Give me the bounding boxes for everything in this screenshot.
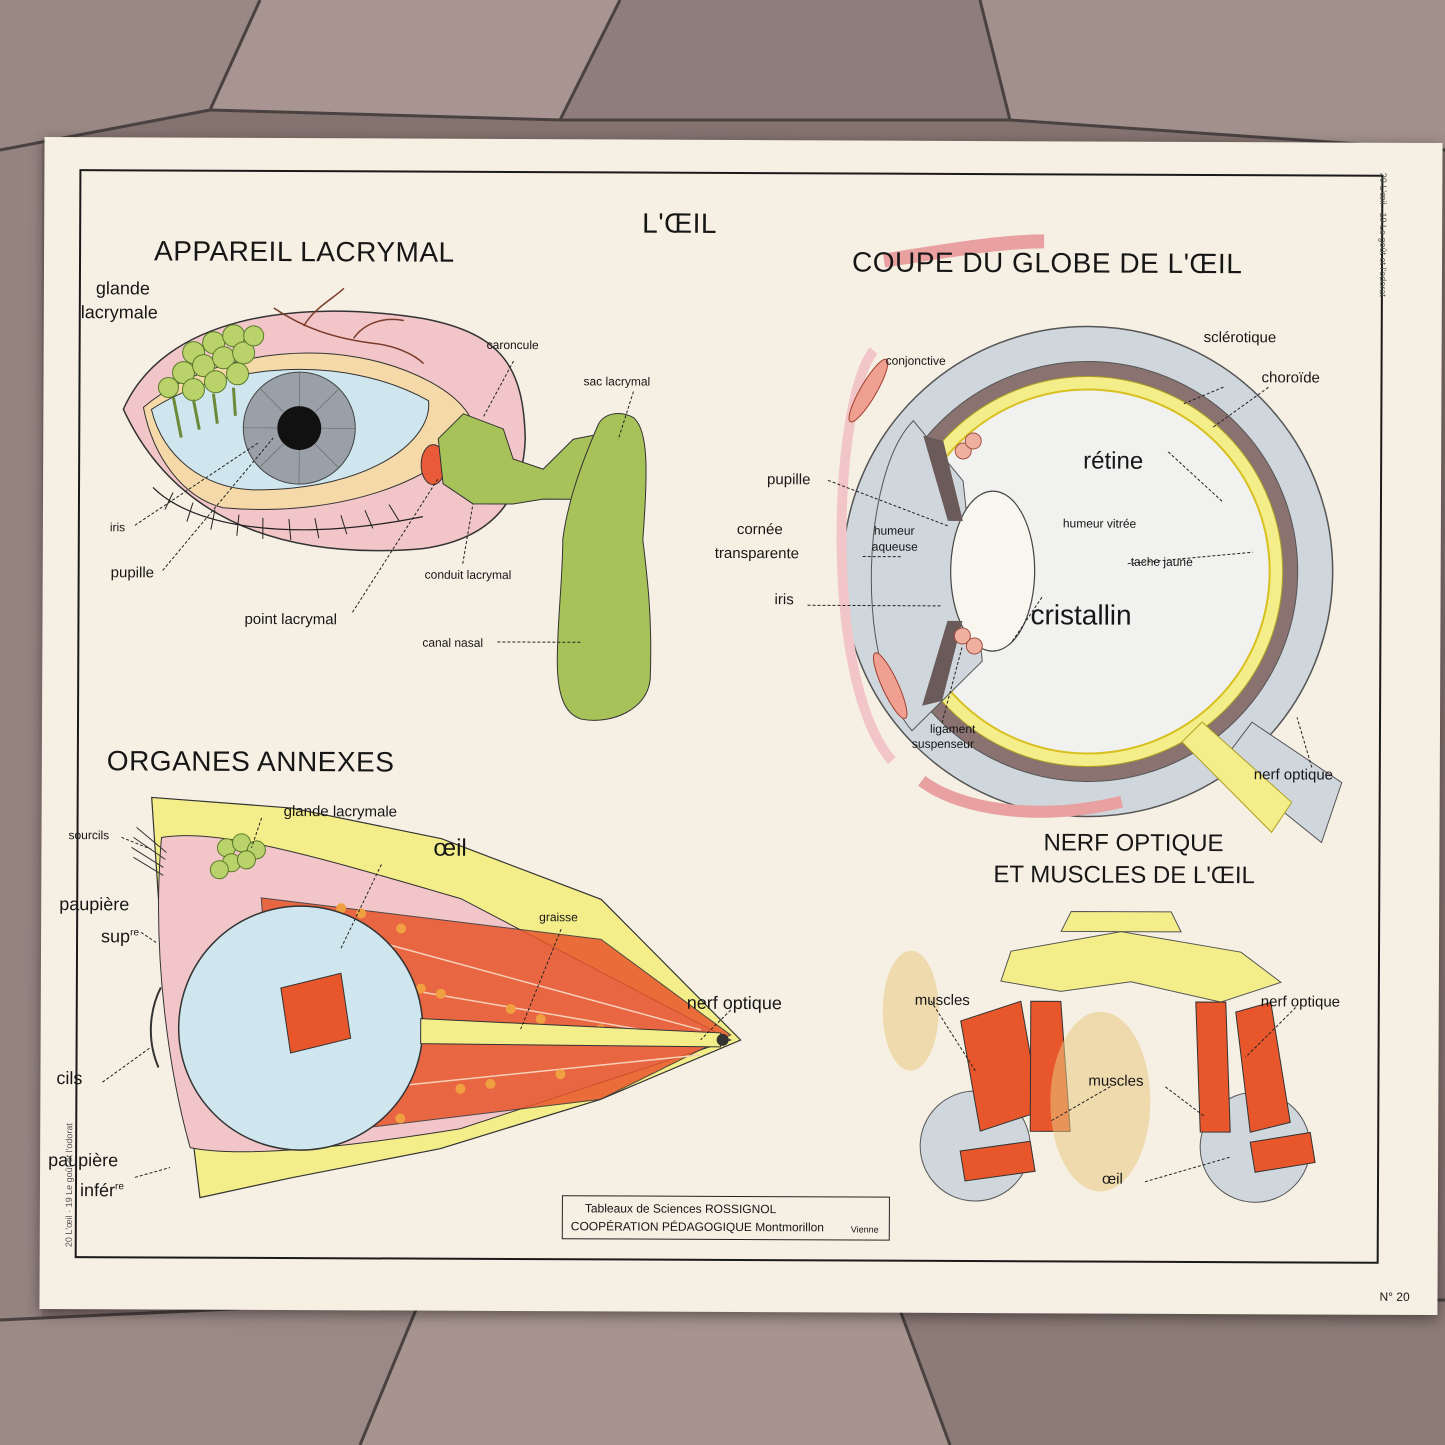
- label-sourcils: sourcils: [68, 828, 110, 843]
- heading-appareil-lacrymal: APPAREIL LACRYMAL: [153, 235, 455, 268]
- heading-nerf-optique-line1: NERF OPTIQUE: [1043, 829, 1224, 858]
- label-oeil-muscles: œil: [1101, 1170, 1123, 1188]
- label-muscles-center: muscles: [1088, 1072, 1144, 1090]
- label-lacrymale: lacrymale: [80, 302, 158, 323]
- label-retine: rétine: [1083, 447, 1144, 475]
- poster-artwork: [102, 234, 1343, 1203]
- side-note-right: 20 L'œil · 19 Le goût et l'odorat: [1377, 172, 1389, 297]
- side-note-left: 20 L'œil · 19 Le goût et l'odorat: [63, 1123, 75, 1248]
- heading-organes-annexes: ORGANES ANNEXES: [106, 745, 395, 778]
- label-paupiere-sup: paupière: [59, 894, 130, 915]
- poster-title: L'ŒIL: [642, 207, 718, 239]
- label-cornee: cornée: [736, 520, 783, 539]
- label-point-lacrymal: point lacrymal: [244, 610, 338, 629]
- label-pupille-coupe: pupille: [767, 471, 811, 489]
- label-suspenseur: suspenseur: [911, 736, 975, 752]
- label-nerf-optique-coupe: nerf optique: [1253, 766, 1334, 784]
- label-glande: glande: [95, 278, 151, 299]
- label-conduit-lacrymal: conduit lacrymal: [424, 567, 512, 582]
- label-transparente: transparente: [714, 544, 800, 563]
- label-sup: supre: [101, 926, 140, 947]
- optic-nerve-muscles-drawing: [882, 910, 1316, 1203]
- heading-coupe-globe: COUPE DU GLOBE DE L'ŒIL: [851, 246, 1243, 280]
- label-tache-jaune: tache jaune: [1130, 554, 1193, 569]
- label-sac-lacrymal: sac lacrymal: [583, 374, 651, 389]
- label-conjonctive: conjonctive: [885, 353, 946, 368]
- poster-frame: [74, 169, 1384, 1264]
- label-canal-nasal: canal nasal: [422, 635, 484, 650]
- label-ligament: ligament: [929, 721, 976, 737]
- credit-line-2: COOPÉRATION PÉDAGOGIQUE Montmorillon: [570, 1219, 825, 1235]
- eye-appendages-drawing: [131, 796, 742, 1199]
- label-humeur: humeur: [873, 523, 915, 538]
- label-paupiere-inf: paupière: [48, 1149, 119, 1171]
- label-oeil-annexes: œil: [433, 834, 467, 862]
- lacrimal-apparatus-drawing: [122, 287, 652, 721]
- label-iris-coupe: iris: [774, 591, 794, 609]
- heading-nerf-optique-line2: ET MUSCLES DE L'ŒIL: [993, 861, 1255, 890]
- label-aqueuse: aqueuse: [871, 539, 918, 554]
- anatomy-poster: L'ŒIL APPAREIL LACRYMAL COUPE DU GLOBE D…: [39, 136, 1443, 1316]
- label-iris: iris: [109, 520, 126, 535]
- label-nerf-optique-muscles: nerf optique: [1260, 993, 1341, 1011]
- credit-line-1: Tableaux de Sciences ROSSIGNOL: [584, 1201, 777, 1217]
- label-sclerotique: sclérotique: [1203, 329, 1277, 347]
- leader-lines: [102, 360, 1313, 1183]
- label-glande-lacrymale: glande lacrymale: [283, 803, 398, 821]
- eye-cross-section-drawing: [836, 234, 1343, 844]
- publisher-credit-box: Tableaux de Sciences ROSSIGNOL COOPÉRATI…: [561, 1195, 890, 1241]
- label-graisse: graisse: [539, 910, 578, 925]
- label-cils: cils: [56, 1068, 83, 1089]
- poster-number: N° 20: [1379, 1289, 1410, 1304]
- label-cristallin: cristallin: [1030, 599, 1132, 631]
- label-caroncule: caroncule: [486, 337, 539, 353]
- credit-line-3: Vienne: [850, 1224, 879, 1235]
- label-nerf-optique-annexes: nerf optique: [686, 992, 782, 1014]
- label-humeur-vitree: humeur vitrée: [1062, 516, 1137, 531]
- label-choroide: choroïde: [1261, 369, 1320, 387]
- label-pupille: pupille: [110, 564, 155, 582]
- label-infer: inférre: [79, 1180, 124, 1201]
- label-muscles-left: muscles: [914, 991, 970, 1010]
